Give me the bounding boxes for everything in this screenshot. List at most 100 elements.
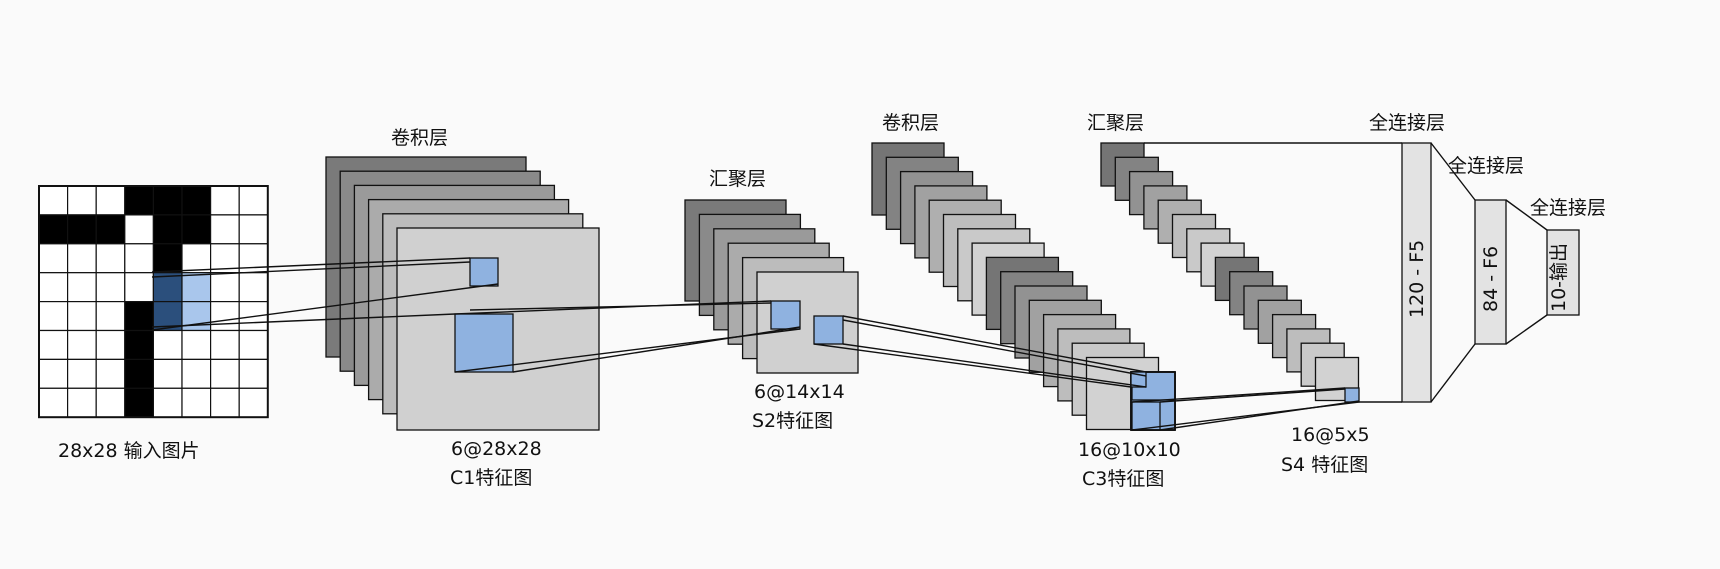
input-pixel-cell xyxy=(124,329,155,360)
input-pixel-cell xyxy=(124,358,155,389)
input-pixel-cell xyxy=(210,185,240,216)
input-pixel-cell xyxy=(238,329,269,360)
c1-layer-title: 卷积层 xyxy=(391,127,448,149)
c1-size-label: 6@28x28 xyxy=(451,438,542,460)
input-pixel-cell xyxy=(238,214,269,245)
f5-bar-label: 120 - F5 xyxy=(1406,240,1428,318)
c3-layer-title: 卷积层 xyxy=(882,112,939,134)
conn-input-c1 xyxy=(151,257,471,273)
input-pixel-cell xyxy=(210,358,240,389)
input-pixel-cell xyxy=(95,301,126,332)
input-caption: 28x28 输入图片 xyxy=(58,440,200,462)
input-pixel-cell xyxy=(210,387,240,418)
s2-feature-maps xyxy=(684,199,859,374)
input-pixel-cell xyxy=(181,358,212,389)
input-pixel-cell xyxy=(38,185,69,216)
input-pixel-cell xyxy=(66,272,97,303)
input-pixel-cell xyxy=(66,329,97,360)
input-pixel-cell xyxy=(38,301,69,332)
output-bar-label: 10-输出 xyxy=(1548,243,1570,312)
c1-feature-maps xyxy=(325,156,600,431)
input-pixel-cell xyxy=(38,214,69,245)
s4-layer-title: 汇聚层 xyxy=(1087,112,1144,134)
c3-large-patch xyxy=(1131,401,1161,431)
conn-c3-s4 xyxy=(1131,387,1346,403)
input-pixel-cell xyxy=(95,214,126,245)
input-pixel-cell xyxy=(124,272,155,303)
c3-size-label: 16@10x10 xyxy=(1078,439,1181,461)
conn-s2-c3 xyxy=(813,343,1132,388)
input-pixel-cell xyxy=(152,387,183,418)
conn-input-c1 xyxy=(151,283,499,331)
conn-c1-s2 xyxy=(469,302,772,311)
input-pixel-cell xyxy=(124,243,155,274)
input-pixel-cell xyxy=(152,185,183,216)
input-pixel-cell xyxy=(124,387,155,418)
s4-patch xyxy=(1344,387,1360,403)
conn-input-c1 xyxy=(151,313,456,328)
input-pixel-cell xyxy=(181,387,212,418)
s4-name-label: S4 特征图 xyxy=(1281,454,1368,476)
f6-bar-label: 84 - F6 xyxy=(1480,246,1502,312)
input-pixel-cell xyxy=(38,329,69,360)
input-pixel-cell xyxy=(152,243,183,274)
input-pixel-cell xyxy=(66,358,97,389)
input-pixel-cell xyxy=(124,301,155,332)
input-pixel-cell xyxy=(66,214,97,245)
input-pixel-cell xyxy=(95,358,126,389)
input-pixel-cell xyxy=(95,272,126,303)
input-pixel-cell xyxy=(210,329,240,360)
input-pixel-cell xyxy=(38,243,69,274)
input-pixel-cell xyxy=(66,185,97,216)
conn-s2-c3 xyxy=(842,319,1147,377)
c1-name-label: C1特征图 xyxy=(450,467,532,489)
input-pixel-cell xyxy=(181,329,212,360)
s4-feature-maps xyxy=(1100,142,1360,403)
input-pixel-cell xyxy=(66,243,97,274)
s2-name-label: S2特征图 xyxy=(752,410,833,432)
f5-layer-title: 全连接层 xyxy=(1369,112,1445,134)
input-pixel-cell xyxy=(181,243,212,274)
f5-bar xyxy=(1401,142,1432,403)
conn-c3-s4 xyxy=(1159,400,1360,431)
input-pixel-cell xyxy=(95,185,126,216)
s2-layer-title: 汇聚层 xyxy=(709,168,766,190)
input-pixel-cell xyxy=(38,272,69,303)
output-layer-title: 全连接层 xyxy=(1530,197,1606,219)
conn-s2-c3 xyxy=(842,315,1147,373)
f6-bar xyxy=(1474,199,1507,345)
fully-connected-layers xyxy=(1401,142,1580,403)
connection-lines xyxy=(151,142,1548,431)
input-pixel-cell xyxy=(66,301,97,332)
output-bar xyxy=(1546,229,1580,316)
s4-size-label: 16@5x5 xyxy=(1291,424,1370,446)
c3-name-label: C3特征图 xyxy=(1082,468,1164,490)
s2-patch-right xyxy=(813,315,844,345)
conn-s2-c3 xyxy=(842,343,1147,388)
input-pixel-cell xyxy=(181,185,212,216)
conn-f6-output xyxy=(1505,314,1548,345)
input-pixel-cell xyxy=(152,358,183,389)
input-pixel-cell xyxy=(124,185,155,216)
input-pixel-cell xyxy=(238,358,269,389)
input-pixel-cell xyxy=(238,387,269,418)
conn-f5-f6 xyxy=(1430,142,1476,201)
f6-layer-title: 全连接层 xyxy=(1448,155,1524,177)
input-pixel-cell xyxy=(181,214,212,245)
input-pixel-cell xyxy=(210,272,240,303)
input-pixel-cell xyxy=(124,214,155,245)
input-pixel-cell xyxy=(95,243,126,274)
conn-f6-output xyxy=(1505,199,1548,231)
input-pixel-cell xyxy=(152,214,183,245)
input-pixel-cell xyxy=(152,329,183,360)
c1-small-patch xyxy=(469,257,499,287)
input-pixel-cell xyxy=(95,387,126,418)
input-pixel-cell xyxy=(38,358,69,389)
input-pixel-cell xyxy=(210,301,240,332)
input-pixel-cell xyxy=(95,329,126,360)
input-pixel-cell xyxy=(66,387,97,418)
conn-c1-s2 xyxy=(512,326,801,373)
conn-c3-s4 xyxy=(1159,388,1346,403)
